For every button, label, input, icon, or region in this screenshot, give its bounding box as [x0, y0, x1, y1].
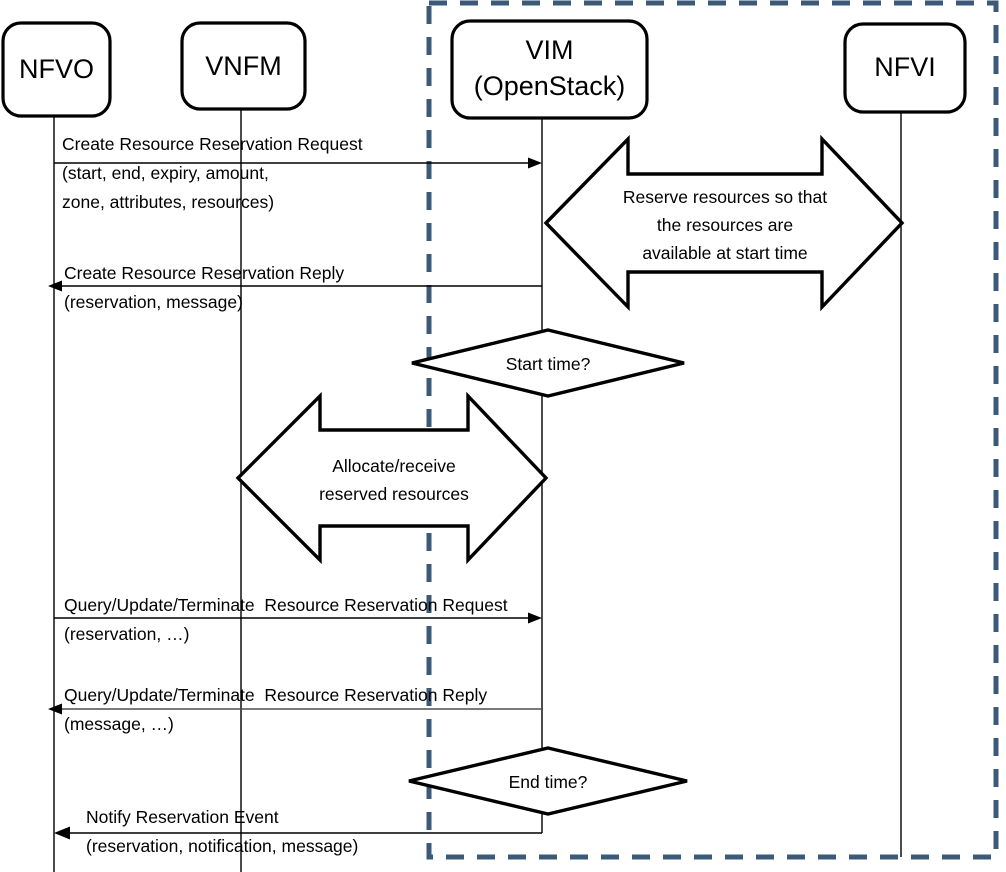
actor-vim-rect [450, 19, 649, 120]
message-create-resource-reservation-request[interactable]: Create Resource Reservation Request (sta… [54, 134, 542, 212]
start-time-label: Start time? [506, 354, 591, 374]
vim-scope-boundary [426, 0, 999, 860]
actor-box-vim[interactable]: VIM (OpenStack) [450, 19, 649, 120]
arrow-head-right-icon [528, 157, 542, 169]
arrow-head-left-icon [48, 703, 62, 715]
message-create-resource-reservation-reply[interactable]: Create Resource Reservation Reply (reser… [48, 263, 542, 312]
message-label-line1: Create Resource Reservation Reply [64, 263, 344, 283]
actor-box-vnfm[interactable]: VNFM [180, 21, 307, 111]
actor-box-nfvo[interactable]: NFVO [1, 21, 112, 118]
end-time-label: End time? [509, 772, 588, 792]
actor-vim-label-line2: (OpenStack) [474, 71, 626, 101]
actor-vnfm-label: VNFM [205, 51, 282, 81]
double-arrow-shape [543, 134, 905, 312]
allocate-receive-double-arrow: Allocate/receive reserved resources [235, 391, 549, 565]
diamond-shape [411, 328, 685, 398]
arrow-head-left-icon [48, 280, 62, 292]
actor-nfvo-rect [1, 21, 112, 118]
reserve-resources-label-line1: Reserve resources so that [623, 187, 827, 207]
message-label-line2: (reservation, message) [64, 292, 243, 312]
message-label-line1: Notify Reservation Event [86, 807, 279, 827]
message-label-line1: Query/Update/Terminate Resource Reservat… [64, 595, 508, 615]
message-label-line2: (reservation, notification, message) [86, 836, 358, 856]
actor-box-nfvi[interactable]: NFVI [843, 22, 967, 114]
arrow-head-left-icon [54, 826, 70, 840]
reserve-resources-double-arrow: Reserve resources so that the resources … [543, 134, 905, 312]
allocate-receive-label-line2: reserved resources [319, 484, 469, 504]
message-label-line1: Query/Update/Terminate Resource Reservat… [64, 685, 487, 705]
arrow-head-right-icon [528, 612, 542, 624]
message-label-line2: (message, …) [64, 714, 174, 734]
double-arrow-shape [235, 391, 549, 565]
reserve-resources-label-line3: available at start time [642, 243, 807, 263]
diamond-shape [408, 746, 688, 816]
message-label-line2: (reservation, …) [64, 624, 189, 644]
allocate-receive-label-line1: Allocate/receive [332, 456, 456, 476]
actor-nfvi-label: NFVI [874, 52, 936, 82]
actor-nfvi-rect [843, 22, 967, 114]
start-time-decision-diamond: Start time? [411, 328, 685, 398]
actor-vim-label-line1: VIM [525, 35, 573, 65]
end-time-decision-diamond: End time? [408, 746, 688, 816]
message-query-update-terminate-reply[interactable]: Query/Update/Terminate Resource Reservat… [48, 685, 542, 734]
message-label-line1: Create Resource Reservation Request [62, 134, 363, 154]
actor-vnfm-rect [180, 21, 307, 111]
message-label-line2: (start, end, expiry, amount, [62, 163, 269, 183]
message-query-update-terminate-request[interactable]: Query/Update/Terminate Resource Reservat… [54, 595, 542, 644]
actor-nfvo-label: NFVO [19, 54, 94, 84]
message-notify-reservation-event[interactable]: Notify Reservation Event (reservation, n… [54, 807, 542, 856]
message-label-line3: zone, attributes, resources) [62, 192, 274, 212]
reserve-resources-label-line2: the resources are [657, 215, 793, 235]
